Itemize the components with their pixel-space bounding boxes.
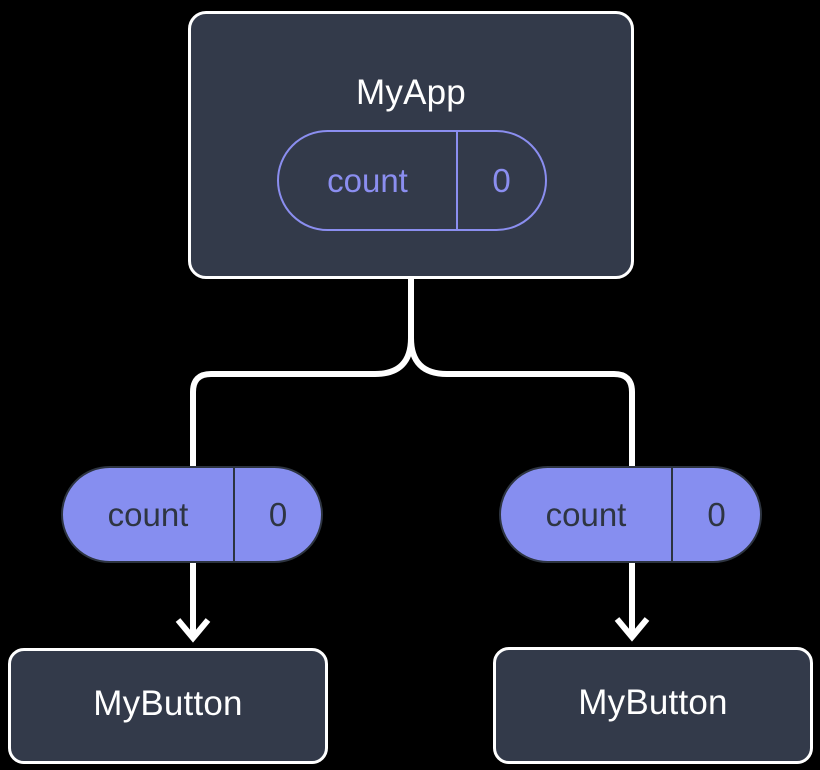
- component-title-mybutton: MyButton: [93, 684, 243, 723]
- state-pill-myapp-count[interactable]: count 0: [277, 130, 547, 231]
- component-node-myapp[interactable]: MyApp: [188, 11, 634, 279]
- component-node-mybutton-left[interactable]: MyButton: [8, 648, 328, 764]
- component-node-mybutton-right[interactable]: MyButton: [493, 647, 813, 764]
- arrow-right: [614, 563, 650, 642]
- arrow-left: [175, 563, 211, 643]
- state-pill-right-count[interactable]: count 0: [499, 466, 762, 563]
- state-pill-key: count: [501, 468, 673, 561]
- state-pill-key: count: [63, 468, 235, 561]
- state-pill-left-count[interactable]: count 0: [61, 466, 323, 563]
- arrow-right-head: [614, 617, 650, 642]
- state-pill-key: count: [279, 132, 458, 229]
- fork-connector: [408, 279, 635, 468]
- state-pill-value: 0: [268, 495, 288, 533]
- state-pill-value: 0: [707, 495, 726, 533]
- component-title-mybutton: MyButton: [578, 683, 728, 722]
- state-pill-value: 0: [492, 161, 511, 199]
- fork-connector-left-branch: [190, 337, 414, 468]
- component-title-myapp: MyApp: [356, 73, 466, 112]
- arrow-left-head: [175, 618, 211, 643]
